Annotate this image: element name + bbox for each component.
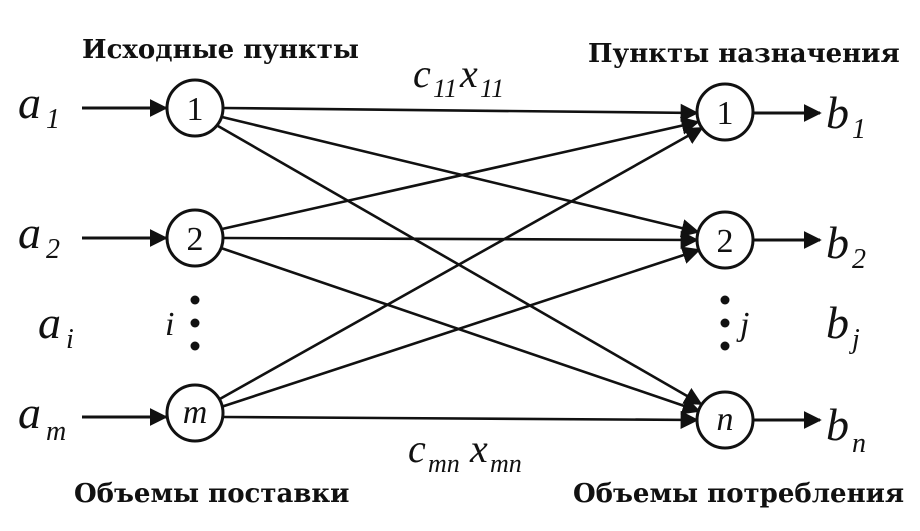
supply-symbol: a: [18, 77, 41, 128]
source-node-label: 1: [187, 91, 204, 128]
supply-index: 1: [46, 104, 60, 135]
supply-arrows: [82, 99, 168, 426]
supply-heading: Объемы поставки: [74, 479, 349, 509]
demand-arrows: [753, 104, 822, 429]
destination-node-n: n: [695, 390, 755, 450]
demand-symbol: b: [826, 87, 849, 138]
demand-heading: Объемы потребления: [573, 479, 904, 509]
cost-symbol: c: [413, 51, 431, 96]
demand-symbol: b: [826, 297, 849, 348]
edges: [217, 103, 704, 429]
source-node-2: 2: [165, 208, 225, 268]
supply-label-2: a 2: [18, 207, 60, 265]
destinations-heading: Пункты назначения: [588, 39, 900, 69]
demand-index: j: [849, 324, 860, 355]
destination-ellipsis: j: [720, 295, 749, 351]
source-node-label: m: [183, 394, 208, 431]
demand-label-n: b n: [826, 399, 866, 459]
sources-heading: Исходные пункты: [82, 35, 359, 65]
edge-m-2: [220, 246, 701, 409]
demand-index: 2: [852, 244, 866, 275]
edge-2-1: [221, 116, 700, 231]
edge-2-2: [223, 230, 699, 250]
supply-symbol: a: [18, 207, 41, 258]
destination-node-label: 2: [717, 223, 734, 260]
demand-label-j: b j: [826, 297, 860, 355]
source-node-label: 2: [187, 221, 204, 258]
flow-symbol: x: [469, 426, 488, 471]
cost-symbol: c: [408, 426, 426, 471]
edge-1-1: [223, 103, 699, 122]
demand-label-1: b 1: [826, 87, 866, 145]
flow-index: mn: [490, 449, 522, 478]
cost-index: mn: [428, 449, 460, 478]
edge-label-bottom: c mn x mn: [408, 426, 522, 478]
destination-node-label: n: [717, 401, 734, 438]
destination-node-2: 2: [695, 210, 755, 270]
source-node-m: m: [165, 383, 225, 443]
source-ellipsis: i: [165, 295, 200, 351]
edge-m-n: [223, 410, 699, 429]
flow-symbol: x: [459, 51, 478, 96]
supply-symbol: a: [18, 387, 41, 438]
destination-node-1: 1: [695, 82, 755, 142]
supply-label-1: a 1: [18, 77, 60, 135]
cost-index: 11: [433, 74, 457, 103]
supply-index: i: [66, 324, 74, 355]
destination-node-label: 1: [717, 95, 734, 132]
supply-label-m: a m: [18, 387, 66, 447]
supply-index: m: [46, 416, 66, 447]
source-node-1: 1: [165, 78, 225, 138]
supply-index: 2: [46, 234, 60, 265]
supply-symbol: a: [38, 297, 61, 348]
demand-symbol: b: [826, 217, 849, 268]
source-generic-label: i: [165, 306, 174, 343]
demand-label-2: b 2: [826, 217, 866, 275]
edge-label-top: c 11 x 11: [413, 51, 504, 103]
demand-symbol: b: [826, 399, 849, 450]
demand-index: 1: [852, 114, 866, 145]
destination-generic-label: j: [736, 306, 749, 343]
supply-label-i: a i: [38, 297, 74, 355]
edge-m-1: [217, 126, 704, 402]
demand-index: n: [852, 428, 866, 459]
flow-index: 11: [480, 74, 504, 103]
